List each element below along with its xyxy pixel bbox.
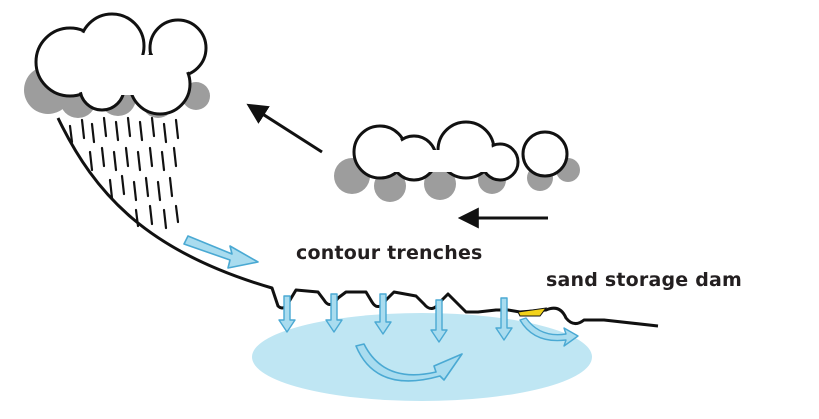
ground-profile [56,117,659,328]
label-contour-trenches: contour trenches [296,242,483,264]
cloud-icon [334,120,580,202]
water-arrow-icon [278,295,296,333]
rain-streaks [68,116,180,230]
water-arrow-icon [325,293,343,333]
water-arrow-icon [495,297,513,341]
water-arrow-icon [374,293,392,335]
rain-cloud-icon [24,12,210,230]
wind-arrow-icon [246,103,323,154]
water-arrow-icon [519,317,579,347]
water-arrow-icon [355,343,463,382]
dam-icon [517,307,548,317]
water-arrow-icon [430,299,448,343]
label-sand-storage-dam: sand storage dam [546,269,743,291]
water-arrow-icon [183,235,259,269]
groundwater-icon [252,313,592,401]
